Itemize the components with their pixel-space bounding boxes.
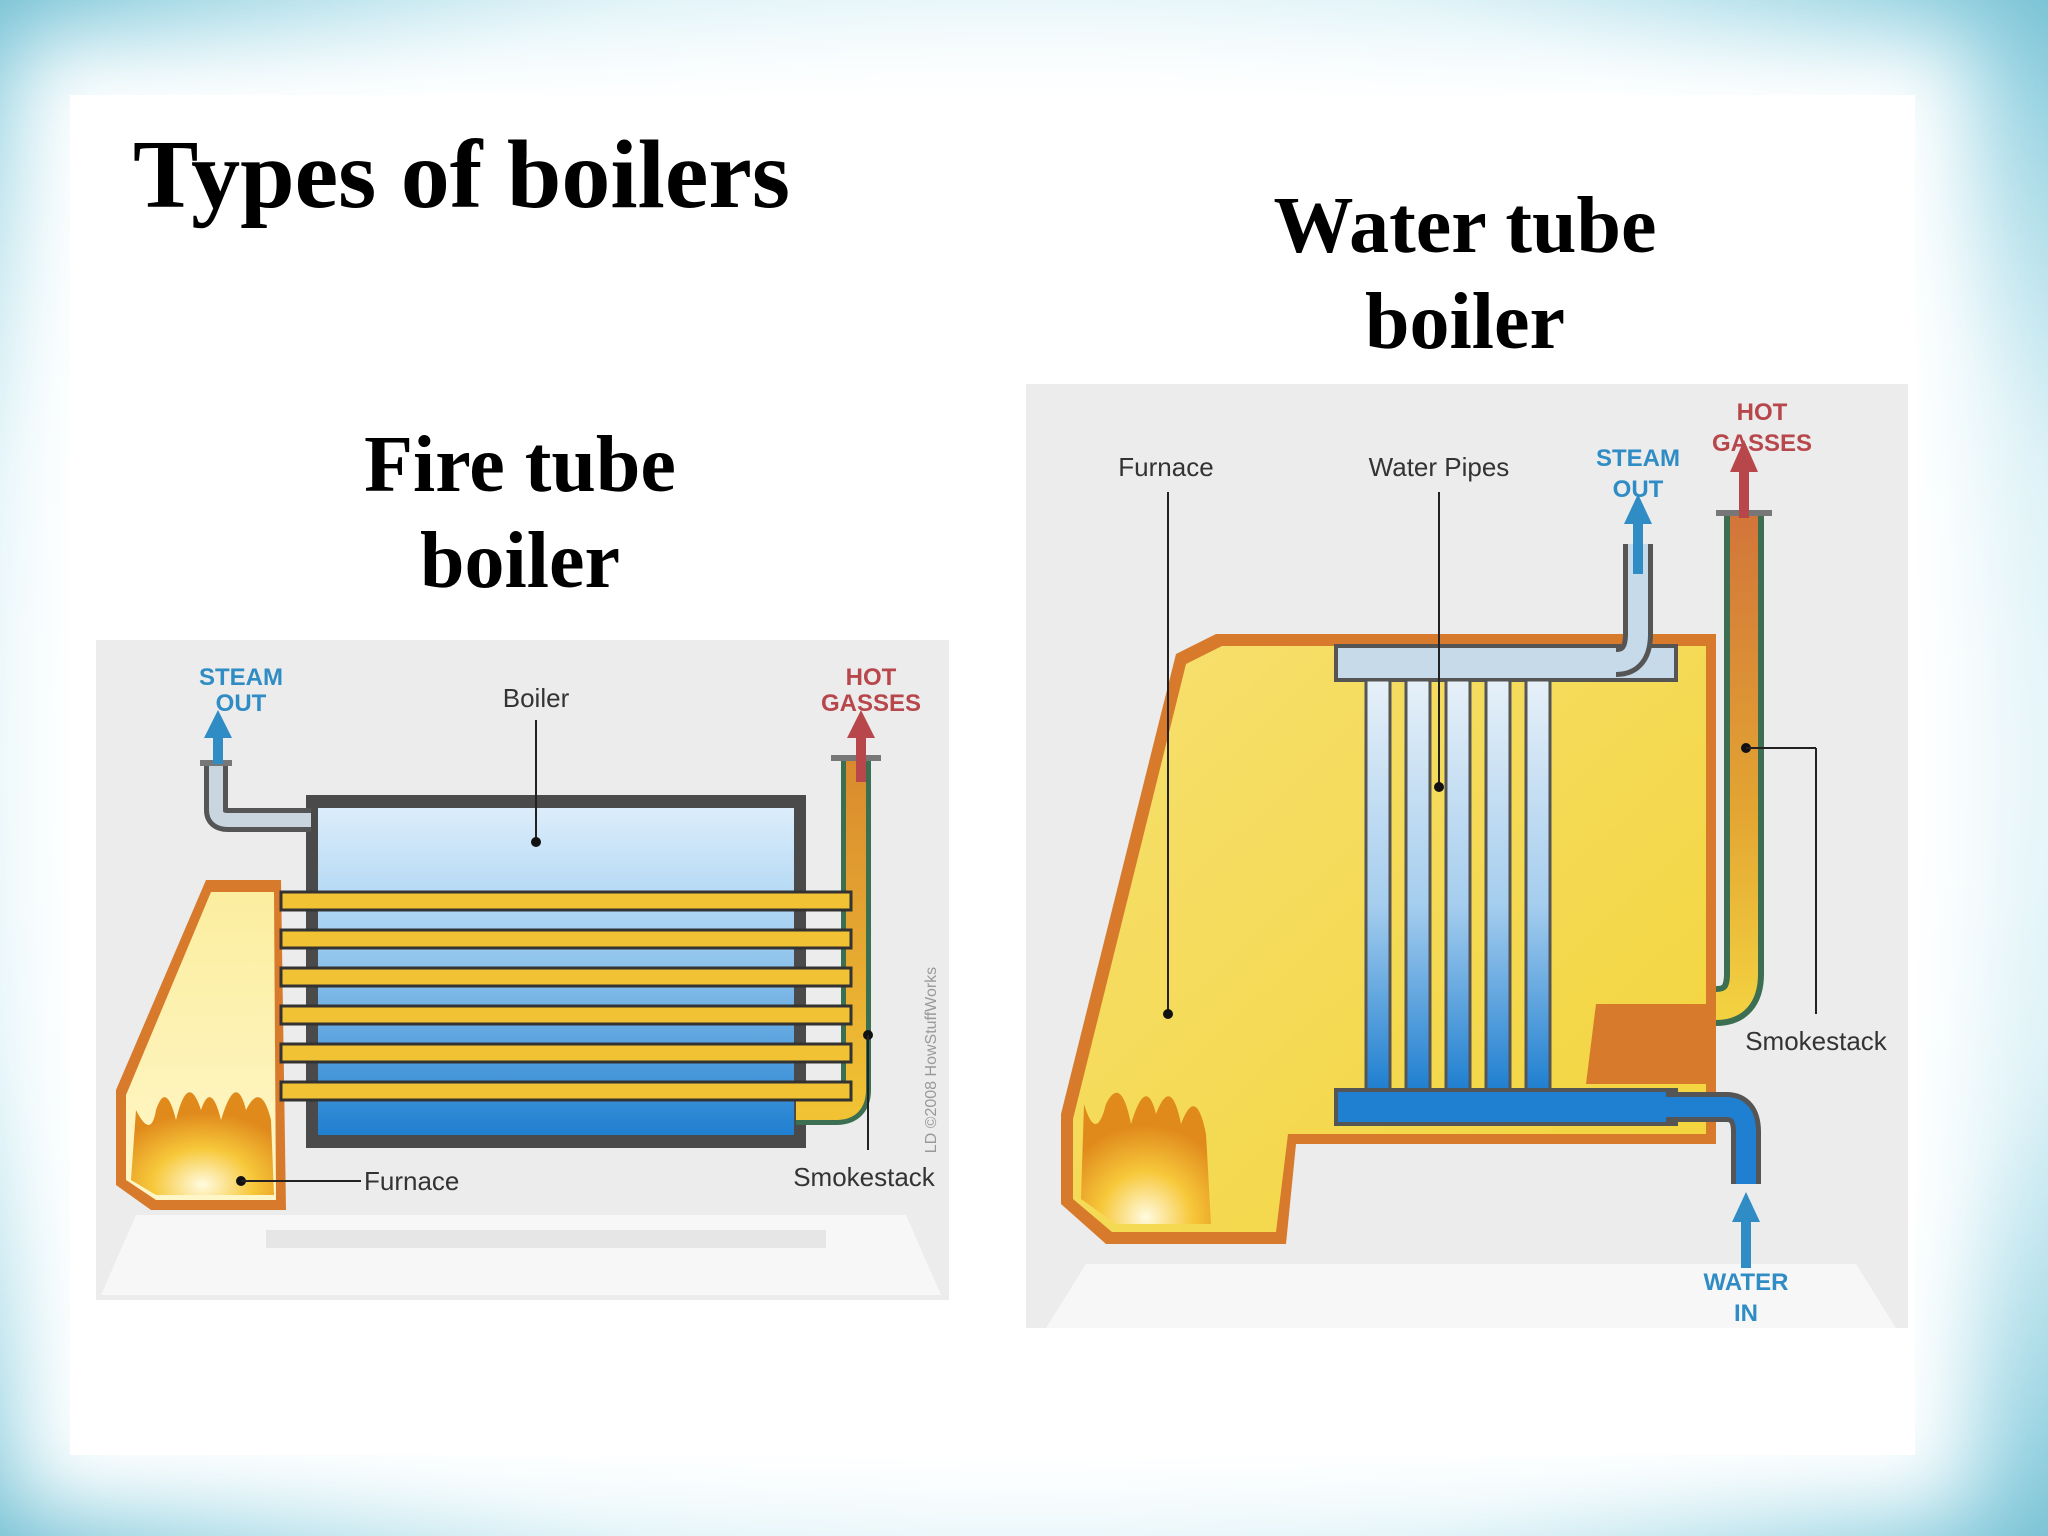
water-hot-gasses-label-1: HOT	[1737, 399, 1788, 426]
fire-steam-arrow	[204, 710, 232, 764]
slide-title: Types of boilers	[133, 121, 790, 229]
fire-boiler-label: Boiler	[503, 683, 570, 713]
water-steam-out-label-2: OUT	[1613, 476, 1664, 503]
fire-steam-out-label-2: OUT	[216, 690, 267, 717]
water-tube-heading-line2: boiler	[1365, 278, 1565, 366]
fire-tubes	[279, 890, 853, 1102]
water-in-arrow	[1732, 1192, 1760, 1268]
fire-tube-heading-line2: boiler	[420, 517, 620, 605]
water-tube-heading: Water tube boiler	[1220, 178, 1710, 370]
fire-tube-heading-line1: Fire tube	[364, 421, 676, 509]
fire-tube-heading: Fire tube boiler	[290, 417, 750, 609]
fire-hot-gasses-arrow	[847, 710, 875, 782]
water-hot-gasses-label-2: GASSES	[1712, 430, 1812, 457]
fire-furnace-label: Furnace	[364, 1166, 459, 1196]
fire-steam-out-label-1: STEAM	[199, 664, 283, 691]
fire-floor	[101, 1215, 941, 1295]
water-in-label-1: WATER	[1704, 1269, 1789, 1296]
fire-tube-diagram: STEAM OUT Boiler HOT GASSES Furnace Smok…	[96, 640, 949, 1300]
fire-smokestack	[796, 760, 866, 1120]
water-steam-pipe	[1615, 544, 1648, 672]
water-furnace-dot	[1163, 1009, 1173, 1019]
water-tube-diagram: Furnace Water Pipes STEAM OUT HOT GASSES…	[1026, 384, 1908, 1328]
fire-smokestack-label: Smokestack	[793, 1162, 936, 1192]
water-bottom-header	[1334, 1088, 1678, 1126]
water-baffle	[1586, 1004, 1716, 1084]
water-floor	[1046, 1264, 1896, 1328]
water-hot-gasses-arrow	[1730, 440, 1758, 518]
water-flames	[1081, 1092, 1211, 1224]
fire-steam-pipe	[209, 765, 311, 827]
water-steam-out-label-1: STEAM	[1596, 445, 1680, 472]
water-tube-heading-line1: Water tube	[1273, 182, 1657, 270]
water-pipes-label: Water Pipes	[1369, 452, 1510, 482]
water-in-label-2: IN	[1734, 1300, 1758, 1327]
fire-flames	[131, 1092, 274, 1195]
fire-boiler-dot	[531, 837, 541, 847]
water-pipes-dot	[1434, 782, 1444, 792]
water-steam-arrow	[1624, 494, 1652, 574]
water-inlet-pipe	[1666, 1097, 1756, 1184]
water-furnace-label: Furnace	[1118, 452, 1213, 482]
fire-credit-label: LD ©2008 HowStuffWorks	[923, 967, 940, 1153]
water-smokestack	[1714, 516, 1758, 1020]
water-smokestack-label: Smokestack	[1745, 1026, 1888, 1056]
fire-hot-gasses-label-2: GASSES	[821, 690, 921, 717]
fire-hot-gasses-label-1: HOT	[846, 664, 897, 691]
fire-floor-shadow	[266, 1230, 826, 1248]
